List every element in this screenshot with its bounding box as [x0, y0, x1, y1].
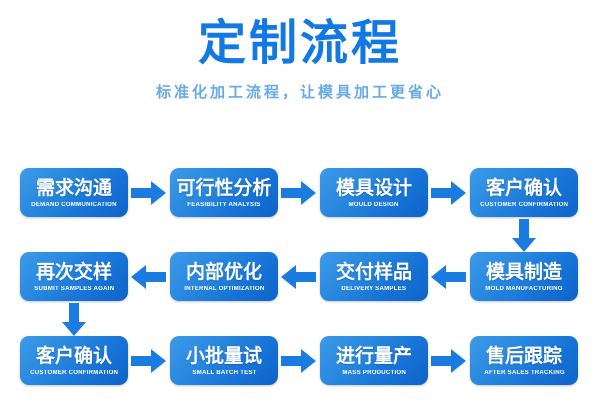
- arrow-down-icon: [511, 219, 537, 255]
- arrow-right-icon: [431, 180, 467, 206]
- flow-step-r2-4[interactable]: 模具制造 MOLD MANUFACTURING: [470, 252, 578, 301]
- flow-step-r2-3[interactable]: 交付样品 DELIVERY SAMPLES: [320, 252, 428, 301]
- flow-step-label-cn: 模具制造: [485, 261, 562, 283]
- arrow-right-icon: [131, 348, 167, 374]
- arrow-right-icon: [281, 180, 317, 206]
- flow-step-label-en: MASS PRODUCTION: [342, 370, 406, 376]
- page-title: 定制流程: [197, 15, 402, 71]
- arrow-left-icon: [131, 264, 167, 290]
- flow-step-label-cn: 客户确认: [35, 345, 112, 367]
- flow-step-r2-1[interactable]: 再次交样 SUBMIT SAMPLES AGAIN: [20, 252, 128, 301]
- flow-step-r2-2[interactable]: 内部优化 INTERNAL OPTIMIZATION: [170, 252, 278, 301]
- flow-step-label-en: FEASIBILITY ANALYSIS: [187, 202, 261, 208]
- flow-step-label-cn: 进行量产: [335, 345, 412, 367]
- flow-step-label-en: DEMAND COMMUNICATION: [31, 202, 117, 208]
- flow-step-label-en: CUSTOMER CONFIRMATION: [479, 202, 569, 208]
- arrow-right-icon: [431, 348, 467, 374]
- flow-step-r1-3[interactable]: 模具设计 MOULD DESIGN: [320, 168, 428, 217]
- flow-step-label-cn: 售后跟踪: [485, 345, 562, 367]
- flow-step-label-en: CUSTOMER CONFIRMATION: [29, 370, 119, 376]
- flow-step-label-cn: 可行性分析: [176, 177, 272, 199]
- flow-step-r1-1[interactable]: 需求沟通 DEMAND COMMUNICATION: [20, 168, 128, 217]
- arrow-right-icon: [131, 180, 167, 206]
- flow-step-label-cn: 内部优化: [185, 261, 262, 283]
- flow-step-label-cn: 客户确认: [485, 177, 562, 199]
- flow-step-r3-3[interactable]: 进行量产 MASS PRODUCTION: [320, 336, 428, 385]
- header: 定制流程 标准化加工流程，让模具加工更省心: [0, 0, 600, 102]
- flow-step-label-cn: 需求沟通: [35, 177, 112, 199]
- arrow-left-icon: [431, 264, 467, 290]
- flow-step-r3-1[interactable]: 客户确认 CUSTOMER CONFIRMATION: [20, 336, 128, 385]
- page-subtitle: 标准化加工流程，让模具加工更省心: [155, 83, 444, 101]
- arrow-left-icon: [281, 264, 317, 290]
- flow-step-label-cn: 模具设计: [335, 177, 412, 199]
- flow-step-label-en: DELIVERY SAMPLES: [341, 286, 407, 292]
- flow-step-label-en: MOULD DESIGN: [348, 202, 400, 208]
- flow-step-r1-4[interactable]: 客户确认 CUSTOMER CONFIRMATION: [470, 168, 578, 217]
- flow-step-label-en: MOLD MANUFACTURING: [485, 286, 563, 292]
- flow-step-label-en: SMALL BATCH TEST: [191, 370, 257, 376]
- flow-step-label-en: SUBMIT SAMPLES AGAIN: [33, 286, 115, 292]
- flow-step-label-en: INTERNAL OPTIMIZATION: [183, 286, 265, 292]
- flow-step-r3-4[interactable]: 售后跟踪 AFTER SALES TRACKING: [470, 336, 578, 385]
- arrow-right-icon: [281, 348, 317, 374]
- flow-step-label-en: AFTER SALES TRACKING: [483, 370, 565, 376]
- arrow-down-icon: [61, 303, 87, 339]
- flow-step-label-cn: 交付样品: [335, 261, 412, 283]
- flow-step-label-cn: 小批量试: [185, 345, 262, 367]
- flow-step-label-cn: 再次交样: [35, 261, 112, 283]
- flow-step-r3-2[interactable]: 小批量试 SMALL BATCH TEST: [170, 336, 278, 385]
- flow-step-r1-2[interactable]: 可行性分析 FEASIBILITY ANALYSIS: [170, 168, 278, 217]
